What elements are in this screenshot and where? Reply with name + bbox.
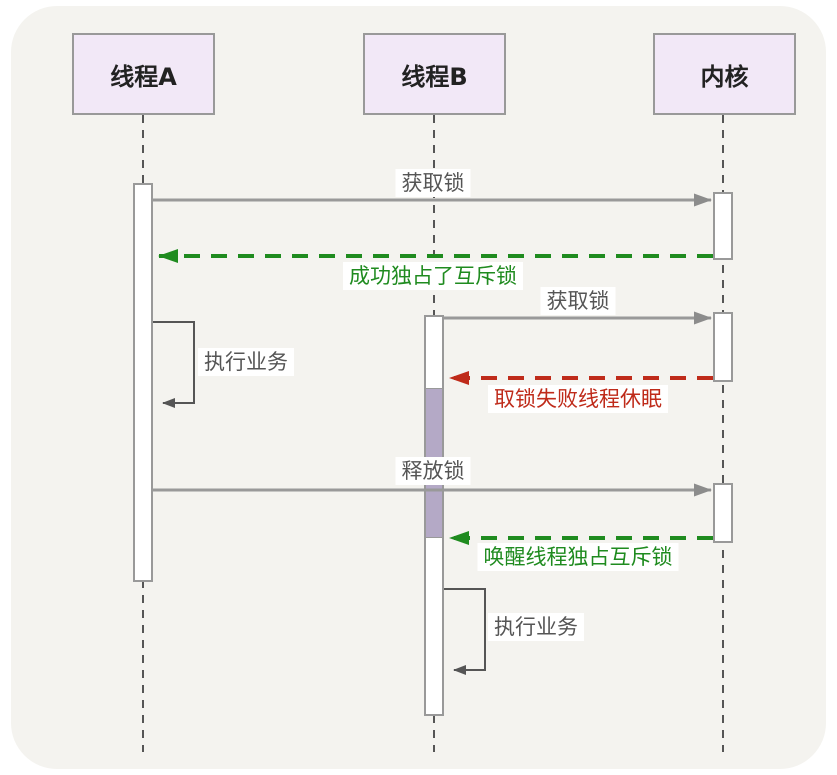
message-label-lock-success: 成功独占了互斥锁	[343, 262, 523, 290]
selfloop-execute-thread-a	[153, 321, 195, 408]
message-label-acquire-lock-a: 获取锁	[395, 169, 471, 197]
message-label-wakeup: 唤醒线程独占互斥锁	[477, 543, 679, 571]
participant-thread-b: 线程B	[363, 33, 506, 115]
participant-thread-a: 线程A	[72, 33, 215, 115]
activation-bar-thread-b	[424, 315, 444, 716]
participant-kernel-label: 内核	[700, 62, 749, 91]
message-label-acquire-lock-b: 获取锁	[540, 287, 616, 315]
message-label-execute-a: 执行业务	[198, 348, 294, 376]
participant-thread-b-label: 线程B	[401, 62, 468, 91]
participant-kernel: 内核	[653, 33, 796, 115]
participant-thread-a-label: 线程A	[110, 62, 177, 91]
message-label-release-lock: 释放锁	[395, 457, 471, 485]
activation-bar-kernel-1	[713, 192, 733, 260]
selfloop-execute-thread-b	[444, 588, 486, 675]
activation-bar-thread-a	[133, 183, 153, 582]
message-label-execute-b: 执行业务	[488, 613, 584, 641]
activation-bar-kernel-3	[713, 483, 733, 543]
message-label-lock-fail: 取锁失败线程休眠	[488, 385, 668, 413]
activation-bar-kernel-2	[713, 312, 733, 382]
